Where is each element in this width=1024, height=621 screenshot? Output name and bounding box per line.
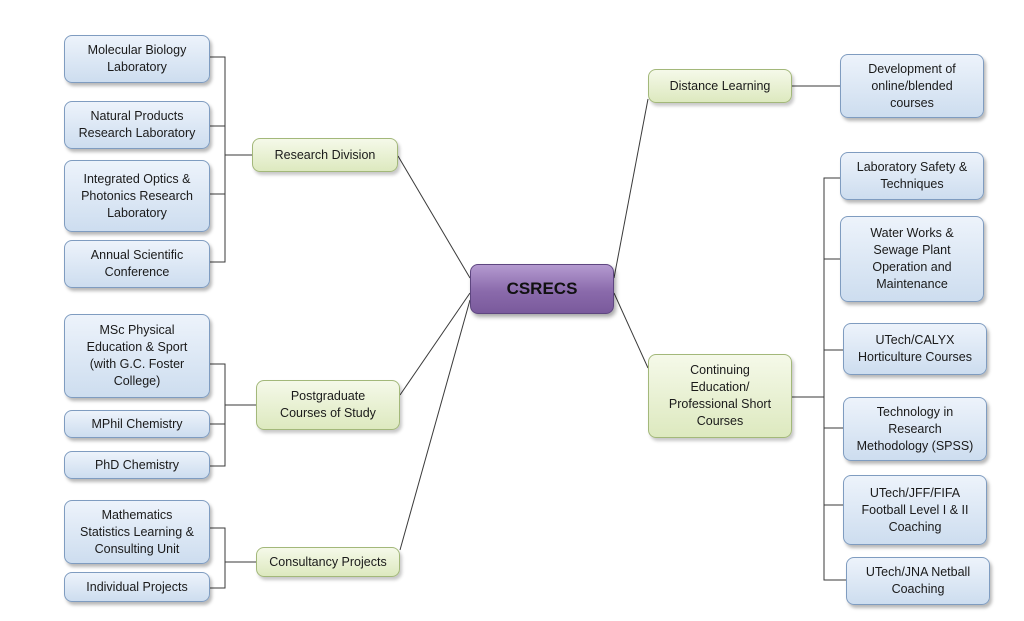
- connector-root-postgrad: [399, 292, 471, 396]
- leaf-molecular-biology-laboratory[interactable]: Molecular Biology Laboratory: [64, 35, 210, 83]
- leaf-msc-physical-education-sport[interactable]: MSc Physical Education & Sport (with G.C…: [64, 314, 210, 398]
- leaf-water-works-sewage-plant[interactable]: Water Works & Sewage Plant Operation and…: [840, 216, 984, 302]
- leaf-utech-jff-fifa-football-coaching[interactable]: UTech/JFF/FIFA Football Level I & II Coa…: [843, 475, 987, 545]
- leaf-utech-jna-netball-coaching[interactable]: UTech/JNA Netball Coaching: [846, 557, 990, 605]
- bracket-continuing-spine: [823, 177, 846, 581]
- leaf-annual-scientific-conference[interactable]: Annual Scientific Conference: [64, 240, 210, 288]
- bracket-consultancy-spine: [210, 527, 226, 589]
- bracket-research-spine: [210, 56, 226, 263]
- leaf-development-online-blended-courses[interactable]: Development of online/blended courses: [840, 54, 984, 118]
- branch-distance-learning[interactable]: Distance Learning: [648, 69, 792, 103]
- branch-postgraduate-courses[interactable]: Postgraduate Courses of Study: [256, 380, 400, 430]
- leaf-individual-projects[interactable]: Individual Projects: [64, 572, 210, 602]
- bracket-postgrad-spine: [210, 363, 226, 467]
- connector-root-continuing: [613, 292, 649, 369]
- leaf-mathematics-statistics-learning-unit[interactable]: Mathematics Statistics Learning & Consul…: [64, 500, 210, 564]
- leaf-laboratory-safety-techniques[interactable]: Laboratory Safety & Techniques: [840, 152, 984, 200]
- connector-root-research: [397, 155, 471, 279]
- branch-consultancy-projects[interactable]: Consultancy Projects: [256, 547, 400, 577]
- leaf-mphil-chemistry[interactable]: MPhil Chemistry: [64, 410, 210, 438]
- leaf-utech-calyx-horticulture[interactable]: UTech/CALYX Horticulture Courses: [843, 323, 987, 375]
- leaf-phd-chemistry[interactable]: PhD Chemistry: [64, 451, 210, 479]
- leaf-natural-products-research-laboratory[interactable]: Natural Products Research Laboratory: [64, 101, 210, 149]
- connector-root-distance: [613, 98, 649, 279]
- leaf-technology-research-methodology-spss[interactable]: Technology in Research Methodology (SPSS…: [843, 397, 987, 461]
- leaf-integrated-optics-photonics-laboratory[interactable]: Integrated Optics & Photonics Research L…: [64, 160, 210, 232]
- root-node-csrecs[interactable]: CSRECS: [470, 264, 614, 314]
- connector-root-consultancy: [399, 299, 471, 551]
- branch-continuing-education[interactable]: Continuing Education/ Professional Short…: [648, 354, 792, 438]
- branch-research-division[interactable]: Research Division: [252, 138, 398, 172]
